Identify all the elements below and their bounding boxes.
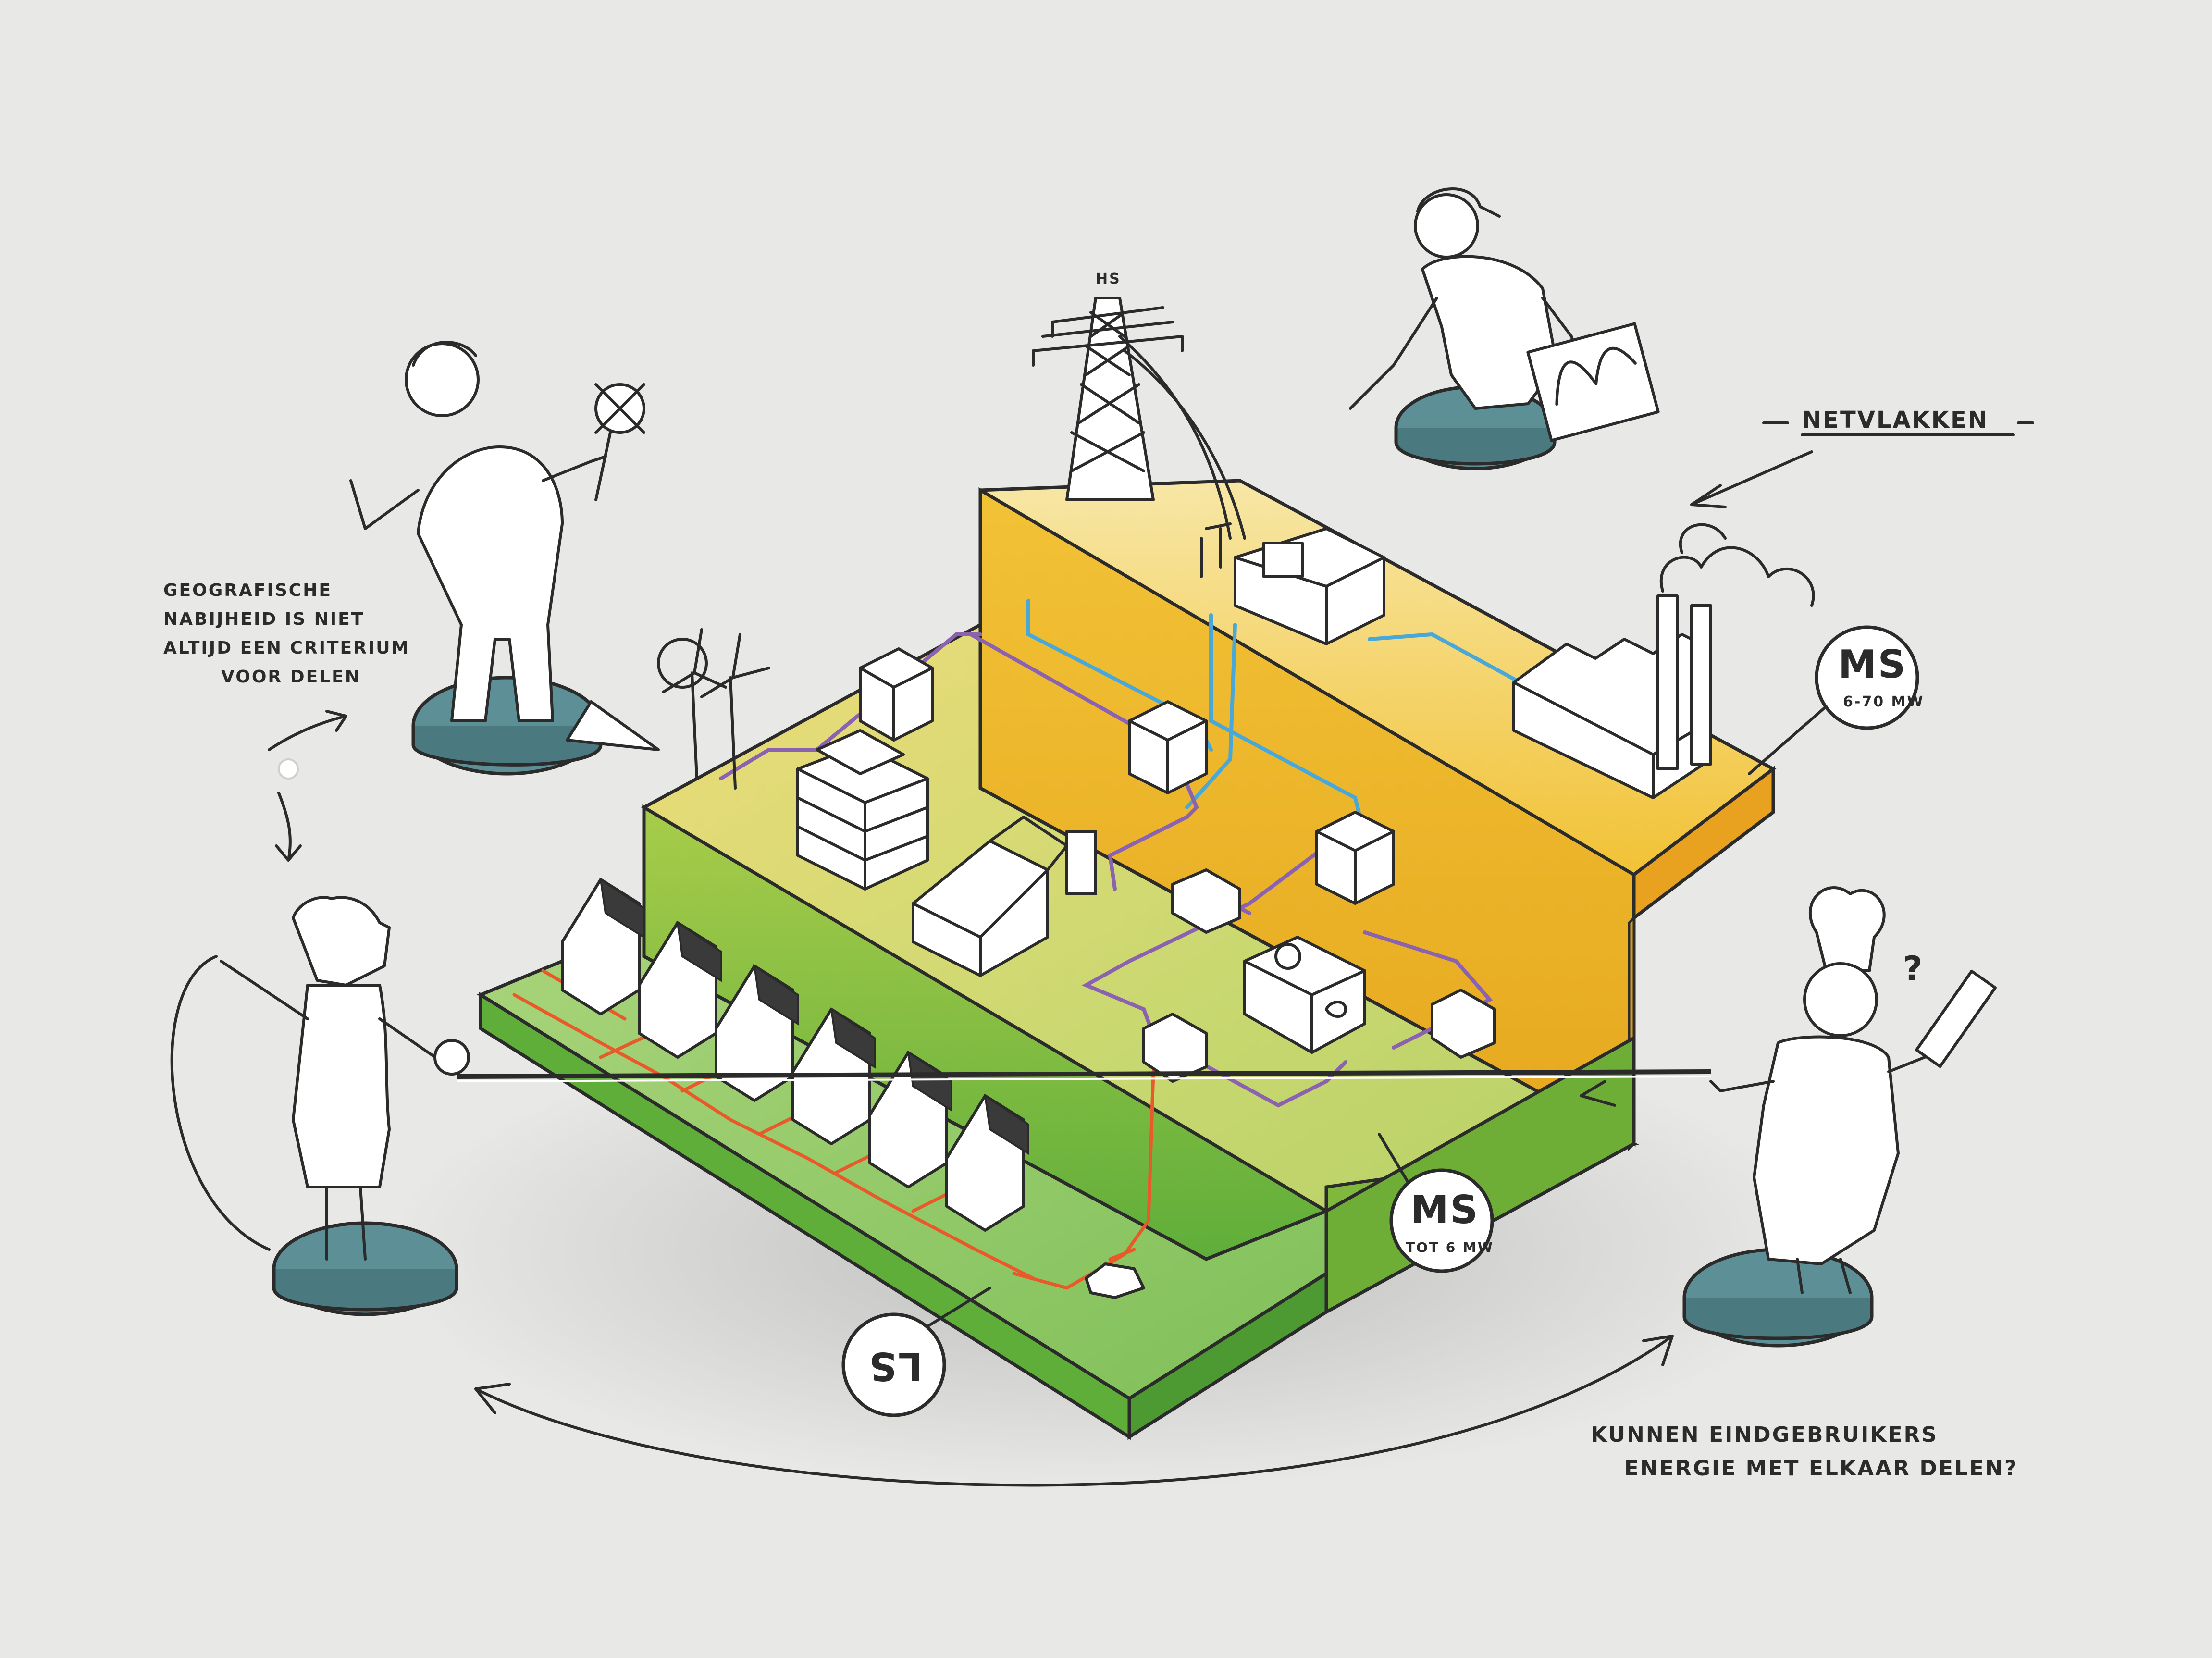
chef-question-mark: ? [1903, 949, 1924, 989]
chef: ? [1682, 886, 1997, 1348]
ls-label: LS [867, 1344, 923, 1388]
businessman [349, 341, 660, 776]
hv-level-label: HS [1096, 271, 1121, 287]
hv-pylon: HS [1032, 271, 1246, 540]
electric-car [1085, 1262, 1145, 1299]
geo-line-4: VOOR DELEN [221, 667, 361, 687]
netvlakken-label: NETVLAKKEN [1802, 407, 1989, 433]
ms-lower-badge: MS TOT 6 MW [1378, 1133, 1494, 1273]
ms-lower-label: MS [1410, 1188, 1479, 1232]
office-tower [796, 729, 929, 891]
transformer-booth-2 [1128, 700, 1208, 794]
ms-upper-sublabel: 6-70 MW [1843, 693, 1924, 710]
connecting-rod [456, 1069, 1711, 1079]
ms-lower-sublabel: TOT 6 MW [1406, 1239, 1494, 1255]
netvlakken-annotation: NETVLAKKEN [1690, 407, 2034, 508]
technician [1349, 187, 1660, 470]
geo-line-1: GEOGRAFISCHE [163, 581, 332, 600]
geo-annotation: GEOGRAFISCHE NABIJHEID IS NIET ALTIJD EE… [163, 581, 410, 862]
wind-turbines [657, 628, 770, 790]
power-plant [1512, 523, 1815, 799]
transformer-booth-3 [1315, 811, 1395, 905]
factory-small [912, 816, 1097, 977]
question-line-2: ENERGIE MET ELKAAR DELEN? [1624, 1456, 2018, 1481]
ms-upper-badge: MS 6-70 MW [1748, 625, 1924, 775]
geo-line-2: NABIJHEID IS NIET [163, 609, 364, 629]
house-2 [638, 920, 722, 1059]
house-1 [561, 877, 645, 1015]
question-line-1: KUNNEN EINDGEBRUIKERS [1591, 1423, 1938, 1447]
transformer-booth-1 [859, 647, 934, 742]
substation [1200, 522, 1385, 645]
sharing-arc-arrow [474, 1335, 1674, 1487]
house-6 [945, 1093, 1029, 1232]
bakery-shop [1243, 936, 1366, 1054]
ls-badge: LS [841, 1287, 991, 1417]
geo-line-3: ALTIJD EEN CRITERIUM [163, 638, 410, 658]
ms-upper-label: MS [1838, 642, 1907, 687]
question-annotation: KUNNEN EINDGEBRUIKERS ENERGIE MET ELKAAR… [1591, 1423, 2018, 1481]
container-units [1142, 868, 1496, 1083]
woman-with-plug [170, 896, 470, 1316]
